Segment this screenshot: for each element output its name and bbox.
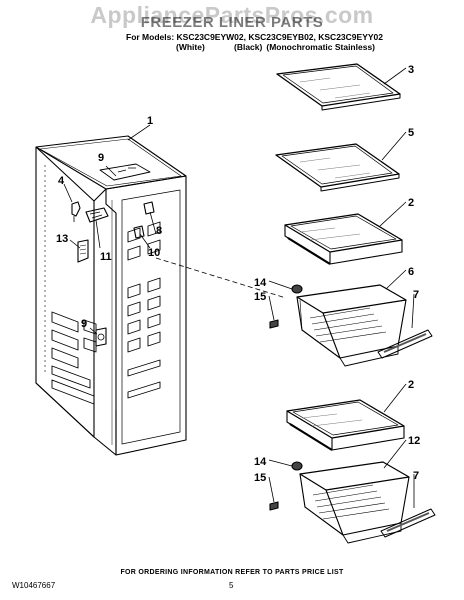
glass-shelf-part-3	[276, 63, 401, 111]
callout-7-upper: 7	[413, 289, 419, 301]
leader-lines	[63, 67, 415, 508]
callout-15-lower: 15	[254, 472, 266, 484]
callout-13: 13	[56, 233, 68, 245]
callout-14-upper: 14	[254, 277, 267, 289]
crisper-cover-part-2-lower	[286, 399, 405, 451]
callout-12: 12	[408, 435, 420, 447]
model-variants: (White) (Black) (Monochromatic Stainless)	[176, 42, 375, 52]
callout-7-lower: 7	[413, 470, 419, 482]
clip-part-8	[143, 201, 155, 215]
callout-2-lower: 2	[408, 379, 414, 391]
crisper-cover-part-2-upper	[284, 213, 403, 265]
glass-shelf-part-5	[275, 143, 400, 192]
callout-9-lower: 9	[81, 318, 87, 330]
watermark: AppliancePartsPros.com	[90, 2, 374, 28]
crisper-drawer-part-6	[296, 284, 407, 367]
callout-4: 4	[58, 175, 65, 187]
page-title: FREEZER LINER PARTS	[140, 14, 324, 31]
assembly-line	[155, 257, 287, 299]
document-number: W10467667	[12, 581, 56, 590]
models-line: For Models: KSC23C9EYW02, KSC23C9EYB02, …	[126, 32, 383, 42]
callout-2-upper: 2	[408, 197, 414, 209]
callout-11: 11	[100, 251, 112, 263]
drawer-slide-part-7-upper	[377, 329, 433, 359]
support-part-14-lower	[291, 461, 303, 471]
cover-part-10	[133, 225, 145, 239]
variant-black: (Black)	[234, 42, 263, 52]
drawer-slide-part-7-lower	[380, 508, 436, 538]
support-part-14-upper	[291, 284, 303, 294]
variant-stainless: (Monochromatic Stainless)	[266, 42, 376, 52]
screw-part-15-upper	[269, 319, 279, 329]
ordering-note: FOR ORDERING INFORMATION REFER TO PARTS …	[120, 569, 344, 576]
callout-8: 8	[156, 225, 162, 237]
callout-3: 3	[408, 64, 414, 76]
screw-part-15-lower	[269, 501, 279, 511]
page-number: 5	[229, 581, 234, 590]
callout-9-upper: 9	[98, 152, 104, 164]
thermistor-part-13	[77, 239, 89, 263]
callout-10: 10	[148, 247, 160, 259]
crisper-drawer-part-12	[299, 461, 410, 544]
callout-14-lower: 14	[254, 456, 267, 468]
callout-1: 1	[147, 115, 153, 127]
variant-white: (White)	[176, 42, 205, 52]
freezer-liner	[35, 135, 187, 456]
callout-15-upper: 15	[254, 291, 266, 303]
callout-6: 6	[408, 266, 414, 278]
lamp-part-9-lower	[95, 327, 107, 347]
light-socket-part-4	[71, 201, 81, 222]
control-bracket-part-11	[85, 207, 109, 223]
callout-5: 5	[408, 127, 414, 139]
